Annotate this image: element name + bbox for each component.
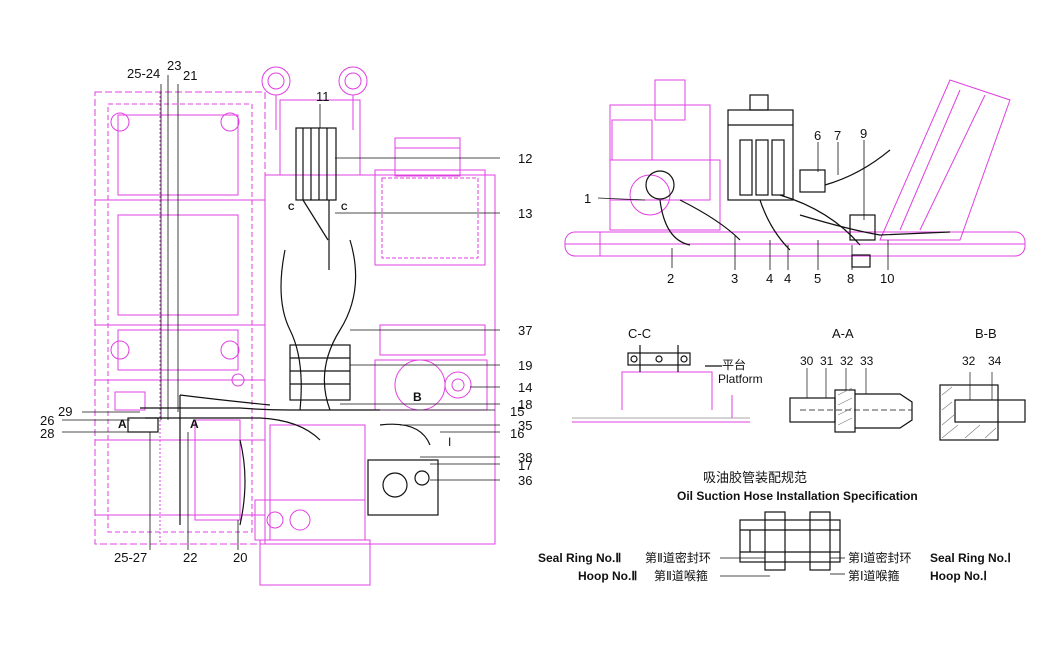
callout-12: 12 bbox=[518, 151, 532, 166]
callout-35: 35 bbox=[518, 418, 532, 433]
callout-4b: 4 bbox=[784, 271, 791, 286]
callout-26: 26 bbox=[40, 413, 54, 428]
callout-11: 11 bbox=[316, 89, 330, 104]
hoop-2-cn: 第Ⅱ道喉箍 bbox=[654, 568, 708, 583]
section-cc-title: C-C bbox=[628, 326, 651, 341]
section-bb: B-B 32 34 bbox=[939, 326, 1026, 441]
platform-label-cn: 平台 bbox=[722, 357, 746, 372]
callout-14: 14 bbox=[518, 380, 532, 395]
hose-spec-title-cn: 吸油胶管装配规范 bbox=[703, 470, 807, 486]
side-view-components bbox=[645, 94, 951, 268]
hoop-1-cn: 第Ⅰ道喉箍 bbox=[848, 568, 900, 583]
section-mark-c-right: C bbox=[341, 202, 348, 212]
hose-spec-title-en: Oil Suction Hose Installation Specificat… bbox=[677, 489, 918, 503]
seal-ring-2-cn: 第Ⅱ道密封环 bbox=[645, 550, 711, 565]
section-aa-33: 33 bbox=[860, 354, 874, 368]
section-bb-32: 32 bbox=[962, 354, 976, 368]
callout-17: 17 bbox=[518, 458, 532, 473]
callout-29: 29 bbox=[58, 404, 72, 419]
section-mark-roman-i: I bbox=[448, 435, 451, 449]
callout-13: 13 bbox=[518, 206, 532, 221]
section-aa-32: 32 bbox=[840, 354, 854, 368]
hoop-2-en: Hoop No.Ⅱ bbox=[578, 569, 637, 583]
callout-19: 19 bbox=[518, 358, 532, 373]
callout-25-24: 25-24 bbox=[127, 66, 160, 81]
top-view-callouts: 25-24 23 21 11 12 13 37 19 14 18 15 35 1… bbox=[40, 58, 532, 565]
hose-spec: 吸油胶管装配规范 Oil Suction Hose Installation S… bbox=[538, 470, 1011, 583]
section-mark-a-left: A bbox=[118, 417, 127, 431]
section-aa-31: 31 bbox=[820, 354, 834, 368]
callout-7: 7 bbox=[834, 128, 841, 143]
callout-22: 22 bbox=[183, 550, 197, 565]
callout-38: 38 bbox=[518, 450, 532, 465]
callout-3: 3 bbox=[731, 271, 738, 286]
callout-4a: 4 bbox=[766, 271, 773, 286]
section-aa-30: 30 bbox=[800, 354, 814, 368]
callout-15: 15 bbox=[510, 404, 524, 419]
platform-label-en: Platform bbox=[718, 372, 763, 386]
side-view bbox=[564, 79, 1026, 257]
top-view bbox=[94, 66, 496, 586]
callout-37: 37 bbox=[518, 323, 532, 338]
callout-21: 21 bbox=[183, 68, 197, 83]
callout-8: 8 bbox=[847, 271, 854, 286]
callout-16: 16 bbox=[510, 426, 524, 441]
callout-5: 5 bbox=[814, 271, 821, 286]
callout-18: 18 bbox=[518, 397, 532, 412]
seal-ring-2-en: Seal Ring No.Ⅱ bbox=[538, 551, 621, 565]
callout-1: 1 bbox=[584, 191, 591, 206]
callout-25-27: 25-27 bbox=[114, 550, 147, 565]
callout-10: 10 bbox=[880, 271, 894, 286]
section-cc: C-C 平台 Platform bbox=[572, 326, 763, 423]
side-view-callouts: 1 2 3 4 4 5 6 7 8 9 10 bbox=[584, 126, 894, 286]
callout-28: 28 bbox=[40, 426, 54, 441]
callout-6: 6 bbox=[814, 128, 821, 143]
hose-routing bbox=[127, 127, 439, 526]
callout-23: 23 bbox=[167, 58, 181, 73]
seal-ring-1-en: Seal Ring No.Ⅰ bbox=[930, 551, 1011, 565]
callout-20: 20 bbox=[233, 550, 247, 565]
section-mark-b: B bbox=[413, 390, 422, 404]
top-view-leaders bbox=[62, 75, 500, 550]
section-bb-34: 34 bbox=[988, 354, 1002, 368]
callout-9: 9 bbox=[860, 126, 867, 141]
section-mark-a-right: A bbox=[190, 417, 199, 431]
section-mark-c-left: C bbox=[288, 202, 295, 212]
section-aa-title: A-A bbox=[832, 326, 854, 341]
top-view-section-marks: A A B C C I bbox=[118, 202, 451, 449]
section-aa: A-A 30 31 32 33 bbox=[789, 326, 913, 433]
side-view-leaders bbox=[597, 140, 889, 270]
seal-ring-1-cn: 第Ⅰ道密封环 bbox=[848, 550, 912, 565]
section-bb-title: B-B bbox=[975, 326, 997, 341]
callout-36: 36 bbox=[518, 473, 532, 488]
hoop-1-en: Hoop No.Ⅰ bbox=[930, 569, 987, 583]
callout-2: 2 bbox=[667, 271, 674, 286]
